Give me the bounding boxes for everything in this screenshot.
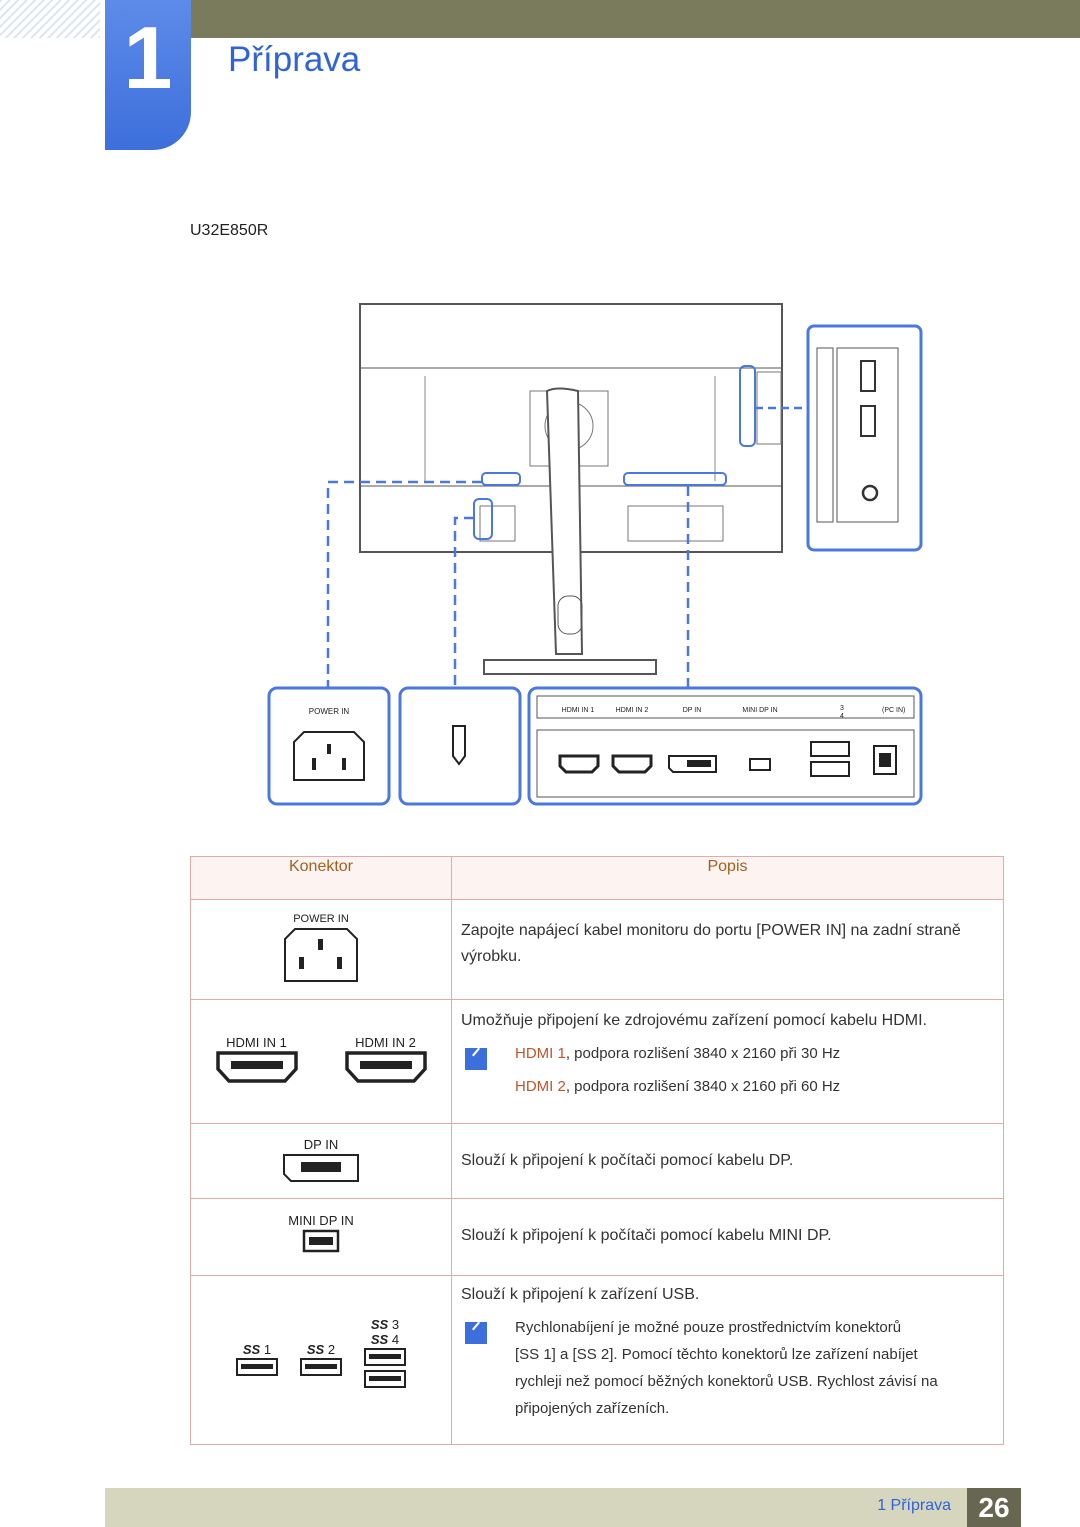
dp-label: DP IN	[303, 1137, 339, 1152]
footer-bar: 1 Příprava 26	[105, 1488, 1021, 1527]
mini-displayport-icon	[302, 1229, 340, 1253]
header-connector: Konektor	[190, 856, 452, 900]
port-label-dp: DP IN	[683, 707, 702, 714]
usb-note-line1: Rychlonabíjení je možné pouze prostředni…	[515, 1319, 902, 1336]
usb-port-icon	[300, 1358, 342, 1376]
power-description: Zapojte napájecí kabel monitoru do portu…	[451, 899, 1004, 1000]
hdmi-description: Umožňuje připojení ke zdrojovému zařízen…	[461, 1012, 927, 1029]
usb-cell: SS 1 SS 2 SS 3 SS 4	[190, 1275, 452, 1445]
chapter-title: Příprava	[228, 40, 361, 79]
hdmi-port-icon	[344, 1051, 427, 1083]
port-label-usb4: 4	[840, 713, 844, 720]
usb-note: Rychlonabíjení je možné pouze prostředni…	[461, 1314, 993, 1422]
usb-note-line4: připojených zařízeních.	[515, 1400, 670, 1417]
connector-table: Konektor Popis POWER IN Zapojte napájecí…	[190, 856, 1004, 1445]
hdmi2-highlight: HDMI 2	[515, 1078, 566, 1095]
chapter-number: 1	[105, 0, 191, 150]
note-icon	[465, 1048, 487, 1070]
monitor-rear-diagram: POWER IN HDMI IN 1 HDMI IN 2 DP IN MINI …	[267, 303, 923, 806]
usb4-label: 4	[391, 1332, 400, 1347]
usb1-label: 1	[263, 1342, 272, 1357]
hdmi1-highlight: HDMI 1	[515, 1045, 566, 1062]
hdmi-note: HDMI 1, podpora rozlišení 3840 x 2160 př…	[461, 1040, 993, 1100]
power-in-label: POWER IN	[309, 707, 350, 716]
minidp-cell: MINI DP IN	[190, 1198, 452, 1276]
usb-port-icon	[236, 1358, 278, 1376]
header-description: Popis	[451, 856, 1004, 900]
usb-note-line3: rychleji než pomocí běžných konektorů US…	[515, 1373, 938, 1390]
minidp-label: MINI DP IN	[288, 1213, 354, 1228]
hdmi2-note: , podpora rozlišení 3840 x 2160 při 60 H…	[565, 1078, 841, 1095]
note-icon	[465, 1322, 487, 1344]
port-label-pcin: (PC IN)	[882, 707, 905, 714]
footer-chapter-label: 1 Příprava	[877, 1497, 951, 1514]
usb3-label: 3	[391, 1317, 400, 1332]
hdmi-port-icon	[215, 1051, 298, 1083]
minidp-description: Slouží k připojení k počítači pomocí kab…	[451, 1198, 1004, 1276]
displayport-icon	[283, 1154, 359, 1182]
hdmi-cell: HDMI IN 1 HDMI IN 2	[190, 999, 452, 1124]
power-cell: POWER IN	[190, 899, 452, 1000]
top-bar	[190, 0, 1080, 38]
usb-note-line2: [SS 1] a [SS 2]. Pomocí těchto konektorů…	[515, 1346, 918, 1363]
power-in-label: POWER IN	[293, 913, 349, 925]
power-socket-icon	[284, 928, 358, 982]
hdmi2-label: HDMI IN 2	[355, 1035, 416, 1050]
dp-description: Slouží k připojení k počítači pomocí kab…	[451, 1123, 1004, 1199]
port-label-hdmi2: HDMI IN 2	[616, 707, 649, 714]
model-name: U32E850R	[190, 222, 269, 239]
dp-cell: DP IN	[190, 1123, 452, 1199]
usb2-label: 2	[327, 1342, 336, 1357]
port-label-usb3: 3	[840, 705, 844, 712]
hdmi1-note: , podpora rozlišení 3840 x 2160 při 30 H…	[565, 1045, 841, 1062]
usb-port-icon	[364, 1348, 406, 1388]
port-label-minidp: MINI DP IN	[742, 707, 777, 714]
hatch-pattern	[0, 0, 100, 38]
usb-description: Slouží k připojení k zařízení USB.	[461, 1286, 700, 1303]
port-label-hdmi1: HDMI IN 1	[562, 707, 595, 714]
page-number: 26	[967, 1488, 1021, 1527]
hdmi1-label: HDMI IN 1	[226, 1035, 287, 1050]
